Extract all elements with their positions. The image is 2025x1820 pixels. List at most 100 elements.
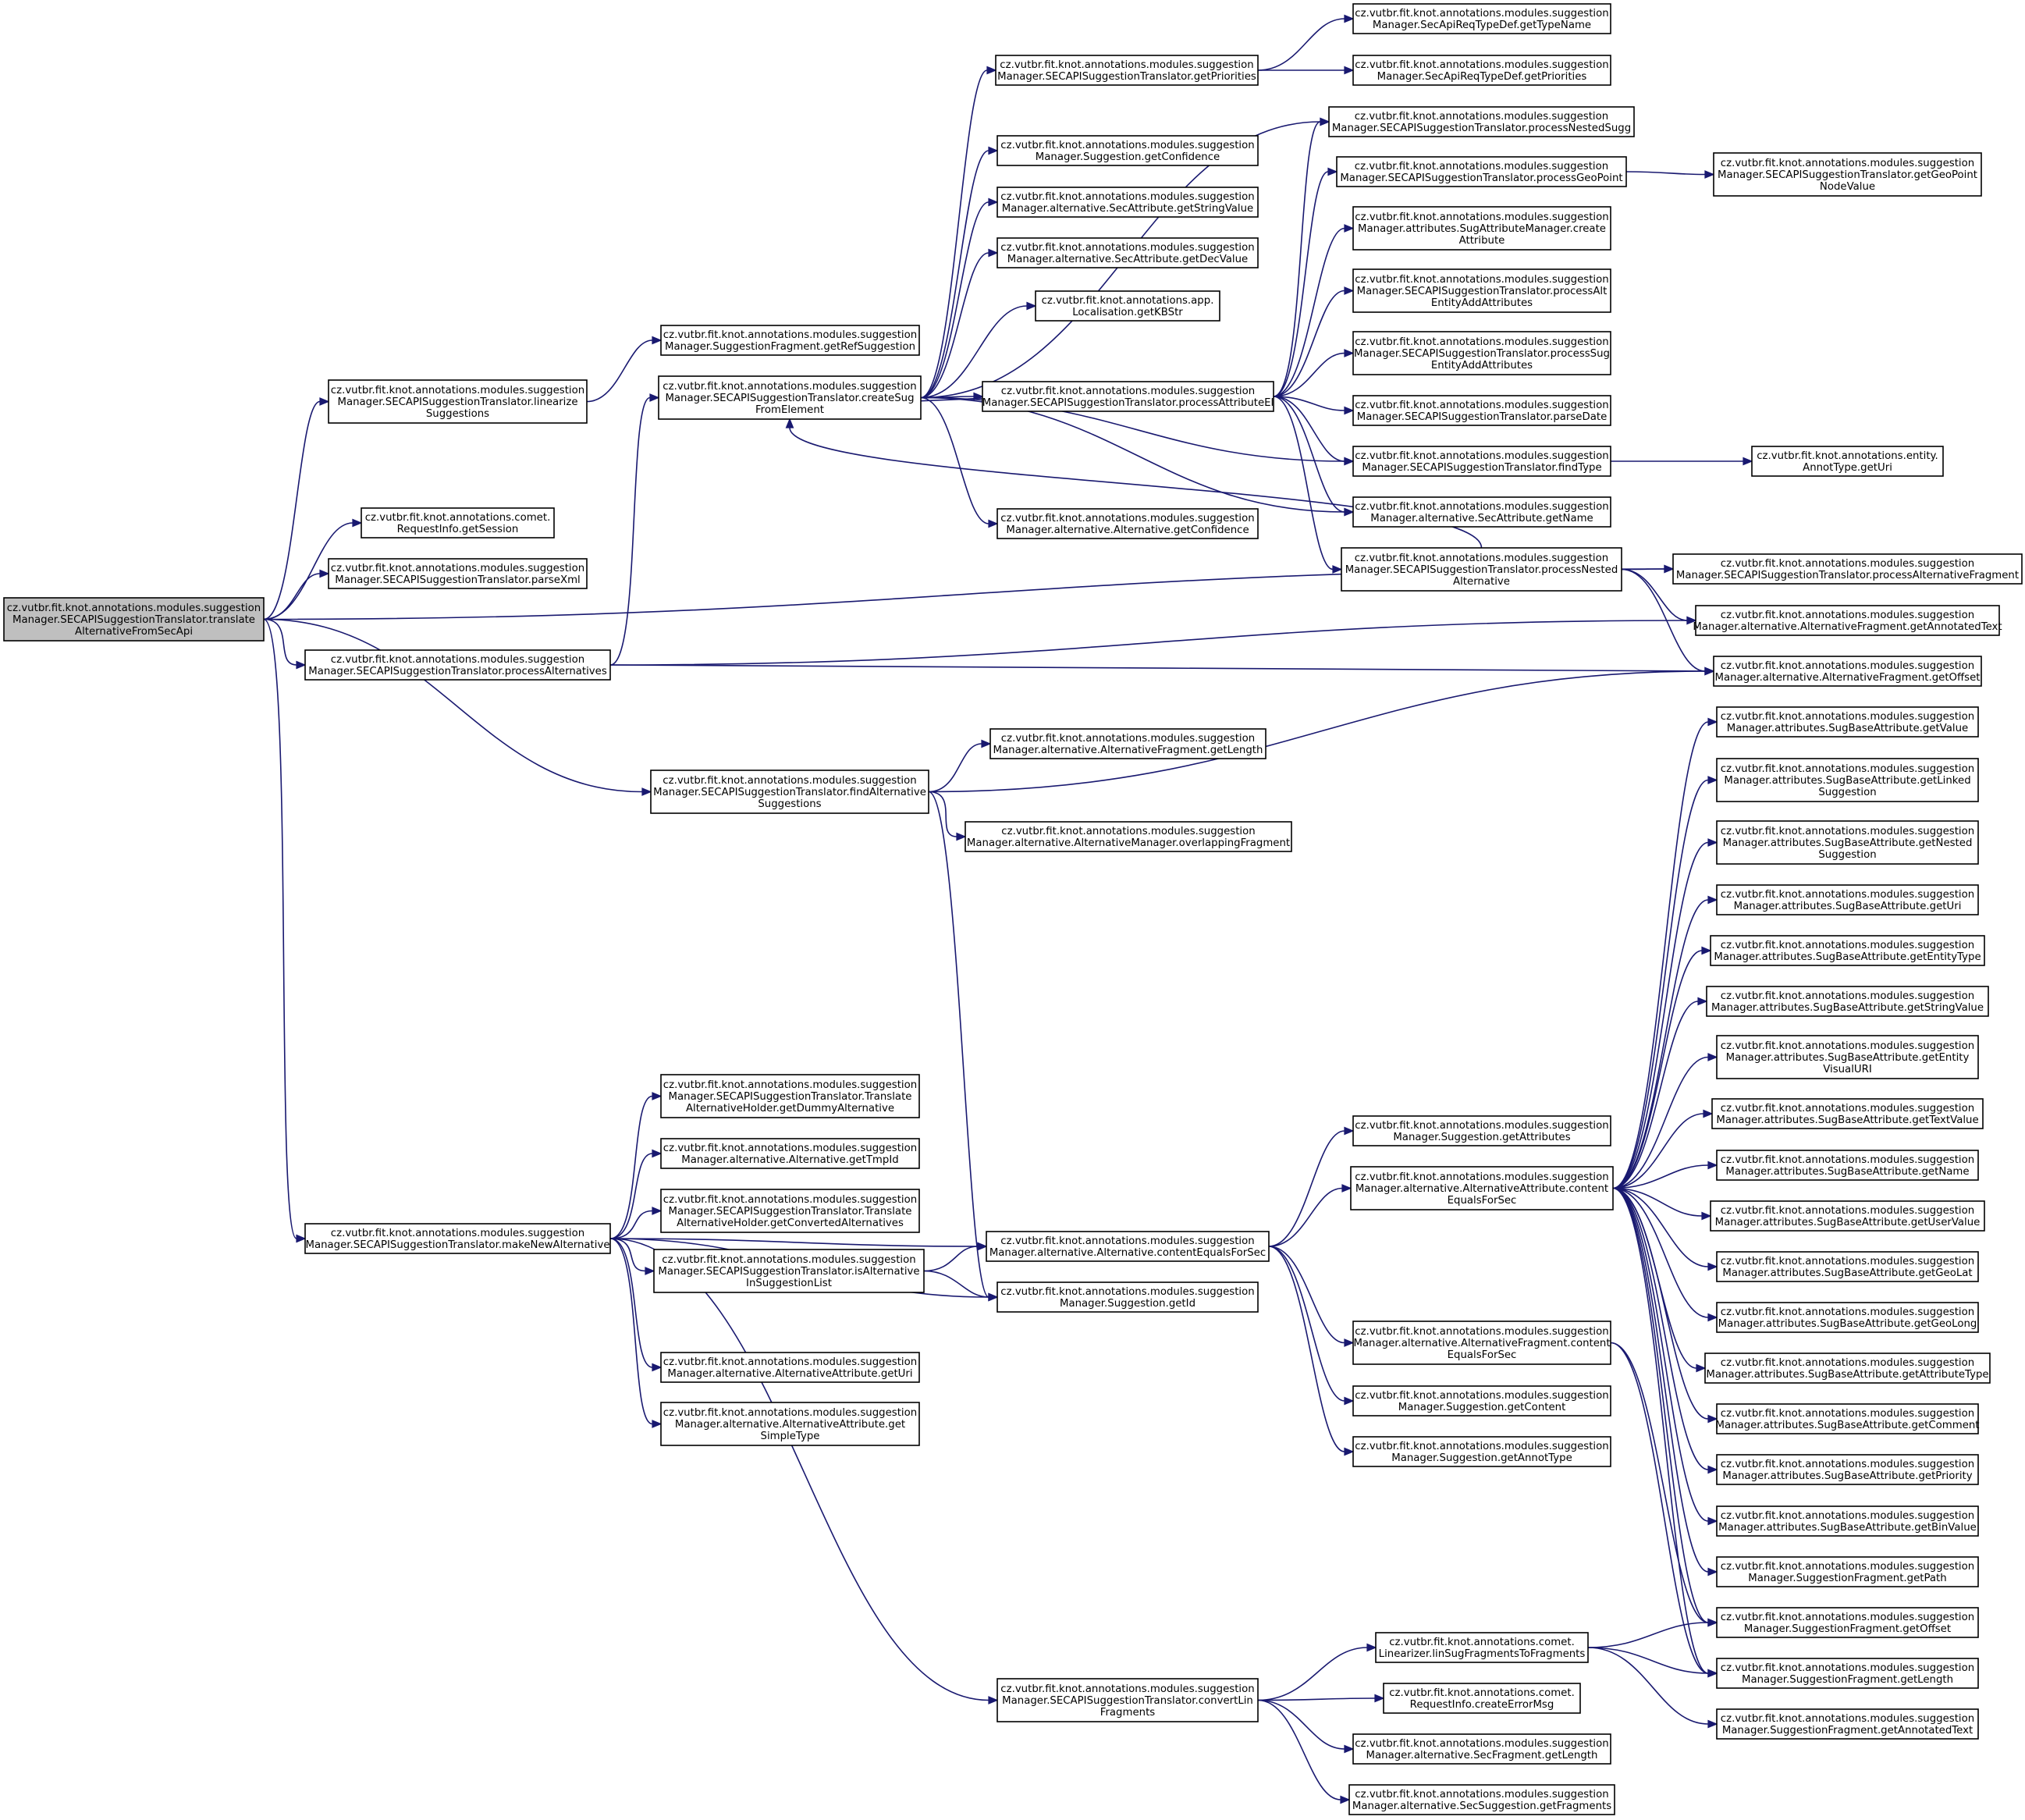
node-box [1352,206,1611,251]
node-alt-frag-get-length[interactable]: cz.vutbr.fit.knot.annotations.modules.su… [989,728,1267,759]
node-sba-get-text-value[interactable]: cz.vutbr.fit.knot.annotations.modules.su… [1711,1098,1984,1129]
edge-line [609,1238,979,1247]
edge-line [1612,1187,1703,1217]
node-get-dummy-alternative[interactable]: cz.vutbr.fit.knot.annotations.modules.su… [660,1074,920,1118]
node-parse-xml[interactable]: cz.vutbr.fit.knot.annotations.modules.su… [328,558,588,589]
node-alt-content-equals-for-sec[interactable]: cz.vutbr.fit.knot.annotations.modules.su… [986,1231,1270,1262]
node-suggestion-get-annot-type[interactable]: cz.vutbr.fit.knot.annotations.modules.su… [1352,1436,1611,1467]
node-process-nested-sugg[interactable]: cz.vutbr.fit.knot.annotations.modules.su… [1328,106,1635,137]
node-sba-get-comment[interactable]: cz.vutbr.fit.knot.annotations.modules.su… [1715,1403,1980,1434]
node-alt-get-confidence[interactable]: cz.vutbr.fit.knot.annotations.modules.su… [997,508,1259,539]
edge-alt-content-equals-for-sec-to-alt-attr-content-equals-for-sec [1268,1184,1352,1247]
edge-make-new-alternative-to-get-tmp-id [609,1149,663,1239]
node-get-session[interactable]: cz.vutbr.fit.knot.annotations.comet.Requ… [361,507,555,539]
node-sba-get-user-value[interactable]: cz.vutbr.fit.knot.annotations.modules.su… [1710,1200,1985,1232]
edge-arrowhead [981,739,992,748]
node-overlapping-fragment[interactable]: cz.vutbr.fit.knot.annotations.modules.su… [965,821,1292,852]
node-create-attribute[interactable]: cz.vutbr.fit.knot.annotations.modules.su… [1352,206,1611,251]
node-label-line: Manager.SECAPISuggestionTranslator.proce… [1332,123,1631,134]
edge-process-attribute-el-to-process-sug-entity-add-attributes [1273,349,1355,397]
node-sba-get-uri[interactable]: cz.vutbr.fit.knot.annotations.modules.su… [1716,884,1979,915]
edge-alt-attr-content-equals-for-sec-to-sba-get-linked-suggestion [1612,776,1718,1189]
node-process-sug-entity-add-attributes[interactable]: cz.vutbr.fit.knot.annotations.modules.su… [1352,331,1611,375]
node-get-geo-point-node-value[interactable]: cz.vutbr.fit.knot.annotations.modules.su… [1713,152,1982,197]
node-req-type-get-priorities[interactable]: cz.vutbr.fit.knot.annotations.modules.su… [1352,55,1611,86]
node-process-attribute-el[interactable]: cz.vutbr.fit.knot.annotations.modules.su… [982,381,1274,412]
node-alt-frag-get-annotated-text[interactable]: cz.vutbr.fit.knot.annotations.modules.su… [1693,605,2002,636]
edge-alt-frag-content-equals-for-sec-to-sf-get-offset [1610,1342,1718,1627]
node-sba-get-geo-lat[interactable]: cz.vutbr.fit.knot.annotations.modules.su… [1716,1251,1979,1282]
node-find-alternative-suggestions[interactable]: cz.vutbr.fit.knot.annotations.modules.su… [650,770,929,814]
node-get-priorities[interactable]: cz.vutbr.fit.knot.annotations.modules.su… [995,55,1259,86]
node-find-type[interactable]: cz.vutbr.fit.knot.annotations.modules.su… [1352,446,1611,477]
edge-alt-attr-content-equals-for-sec-to-sba-get-nested-suggestion [1612,838,1718,1189]
node-alt-attr-get-simple-type[interactable]: cz.vutbr.fit.knot.annotations.modules.su… [660,1402,920,1446]
node-suggestion-get-id[interactable]: cz.vutbr.fit.knot.annotations.modules.su… [997,1281,1259,1313]
node-alt-attr-get-uri[interactable]: cz.vutbr.fit.knot.annotations.modules.su… [660,1352,920,1383]
node-alt-frag-content-equals-for-sec[interactable]: cz.vutbr.fit.knot.annotations.modules.su… [1352,1321,1611,1365]
node-sba-get-nested-suggestion[interactable]: cz.vutbr.fit.knot.annotations.modules.su… [1716,820,1979,865]
edge-arrowhead [1704,170,1715,179]
node-label-line: cz.vutbr.fit.knot.annotations.modules.su… [1355,336,1608,348]
node-sf-get-annotated-text[interactable]: cz.vutbr.fit.knot.annotations.modules.su… [1716,1708,1979,1740]
edge-lin-sug-fragments-to-fragments-to-sf-get-annotated-text [1587,1647,1718,1729]
edge-alt-attr-content-equals-for-sec-to-sba-get-string-value [1612,997,1708,1189]
node-sba-get-geo-long[interactable]: cz.vutbr.fit.knot.annotations.modules.su… [1716,1302,1979,1333]
node-sba-get-entity-type[interactable]: cz.vutbr.fit.knot.annotations.modules.su… [1710,935,1985,966]
node-sba-get-priority[interactable]: cz.vutbr.fit.knot.annotations.modules.su… [1716,1454,1979,1485]
node-label-line: Manager.alternative.SecFragment.getLengt… [1366,1750,1598,1761]
node-process-alt-entity-add-attributes[interactable]: cz.vutbr.fit.knot.annotations.modules.su… [1352,268,1611,313]
node-label-line: Manager.attributes.SugBaseAttribute.getT… [1716,1114,1978,1126]
node-label-line: cz.vutbr.fit.knot.annotations.modules.su… [1721,1561,1974,1573]
node-sba-get-name[interactable]: cz.vutbr.fit.knot.annotations.modules.su… [1716,1150,1979,1181]
node-root[interactable]: cz.vutbr.fit.knot.annotations.modules.su… [3,597,265,642]
node-get-string-value[interactable]: cz.vutbr.fit.knot.annotations.modules.su… [997,187,1259,218]
node-sba-get-entity-visual-uri[interactable]: cz.vutbr.fit.knot.annotations.modules.su… [1716,1035,1979,1079]
node-process-nested-alternative[interactable]: cz.vutbr.fit.knot.annotations.modules.su… [1341,547,1622,592]
node-create-sug-from-element[interactable]: cz.vutbr.fit.knot.annotations.modules.su… [658,375,922,420]
node-make-new-alternative[interactable]: cz.vutbr.fit.knot.annotations.modules.su… [304,1223,611,1254]
node-sec-suggestion-get-fragments[interactable]: cz.vutbr.fit.knot.annotations.modules.su… [1348,1784,1615,1815]
edge-alt-attr-content-equals-for-sec-to-sba-get-bin-value [1612,1187,1718,1526]
node-linearize[interactable]: cz.vutbr.fit.knot.annotations.modules.su… [328,379,588,424]
node-sf-get-length[interactable]: cz.vutbr.fit.knot.annotations.modules.su… [1716,1658,1979,1689]
node-process-alternative-fragment[interactable]: cz.vutbr.fit.knot.annotations.modules.su… [1672,553,2023,585]
node-process-geo-point[interactable]: cz.vutbr.fit.knot.annotations.modules.su… [1336,156,1627,187]
node-box [1716,758,1979,802]
node-sec-frag-get-length[interactable]: cz.vutbr.fit.knot.annotations.modules.su… [1352,1733,1611,1765]
node-get-kbstr[interactable]: cz.vutbr.fit.knot.annotations.app.Locali… [1035,290,1220,322]
node-sba-get-attribute-type[interactable]: cz.vutbr.fit.knot.annotations.modules.su… [1704,1353,1991,1384]
node-get-dec-value[interactable]: cz.vutbr.fit.knot.annotations.modules.su… [997,237,1259,268]
node-lin-sug-fragments-to-fragments[interactable]: cz.vutbr.fit.knot.annotations.comet.Line… [1375,1632,1589,1663]
node-sba-get-value[interactable]: cz.vutbr.fit.knot.annotations.modules.su… [1716,706,1979,738]
node-alt-frag-get-offset[interactable]: cz.vutbr.fit.knot.annotations.modules.su… [1713,656,1982,687]
node-get-type-name[interactable]: cz.vutbr.fit.knot.annotations.modules.su… [1352,3,1611,34]
node-label-line: Manager.attributes.SugBaseAttribute.getL… [1724,775,1970,787]
node-sec-attr-get-name[interactable]: cz.vutbr.fit.knot.annotations.modules.su… [1352,496,1611,528]
node-annot-type-get-uri[interactable]: cz.vutbr.fit.knot.annotations.entity.Ann… [1751,446,1944,477]
edge-arrowhead [1701,1211,1712,1221]
edge-arrowhead [649,393,660,402]
edge-create-sug-from-element-to-get-priorities [920,66,997,399]
node-suggestion-get-confidence[interactable]: cz.vutbr.fit.knot.annotations.modules.su… [997,135,1259,166]
node-sba-get-bin-value[interactable]: cz.vutbr.fit.knot.annotations.modules.su… [1716,1505,1979,1537]
node-get-ref-suggestion[interactable]: cz.vutbr.fit.knot.annotations.modules.su… [660,325,920,356]
node-sf-get-path[interactable]: cz.vutbr.fit.knot.annotations.modules.su… [1716,1556,1979,1587]
node-create-error-msg[interactable]: cz.vutbr.fit.knot.annotations.comet.Requ… [1383,1683,1581,1714]
node-sba-get-string-value[interactable]: cz.vutbr.fit.knot.annotations.modules.su… [1706,986,1989,1017]
node-suggestion-get-content[interactable]: cz.vutbr.fit.knot.annotations.modules.su… [1352,1385,1611,1417]
node-sba-get-linked-suggestion[interactable]: cz.vutbr.fit.knot.annotations.modules.su… [1716,758,1979,802]
node-process-alternatives[interactable]: cz.vutbr.fit.knot.annotations.modules.su… [304,649,611,681]
node-get-converted-alternatives[interactable]: cz.vutbr.fit.knot.annotations.modules.su… [660,1189,920,1233]
edge-process-attribute-el-to-process-geo-point [1273,167,1338,397]
node-is-alternative-in-suggestion-list[interactable]: cz.vutbr.fit.knot.annotations.modules.su… [653,1249,925,1293]
node-get-tmp-id[interactable]: cz.vutbr.fit.knot.annotations.modules.su… [660,1138,920,1169]
node-sf-get-offset[interactable]: cz.vutbr.fit.knot.annotations.modules.su… [1716,1607,1979,1638]
node-label-line: Manager.Suggestion.getId [1060,1298,1195,1310]
node-alt-attr-content-equals-for-sec[interactable]: cz.vutbr.fit.knot.annotations.modules.su… [1350,1166,1614,1210]
edge-is-alternative-in-suggestion-list-to-suggestion-get-id [923,1270,999,1302]
node-get-attributes[interactable]: cz.vutbr.fit.knot.annotations.modules.su… [1352,1115,1611,1146]
edge-alt-content-equals-for-sec-to-suggestion-get-content [1268,1246,1355,1406]
node-parse-date[interactable]: cz.vutbr.fit.knot.annotations.modules.su… [1352,395,1611,426]
node-convert-lin-fragments[interactable]: cz.vutbr.fit.knot.annotations.modules.su… [997,1678,1259,1722]
